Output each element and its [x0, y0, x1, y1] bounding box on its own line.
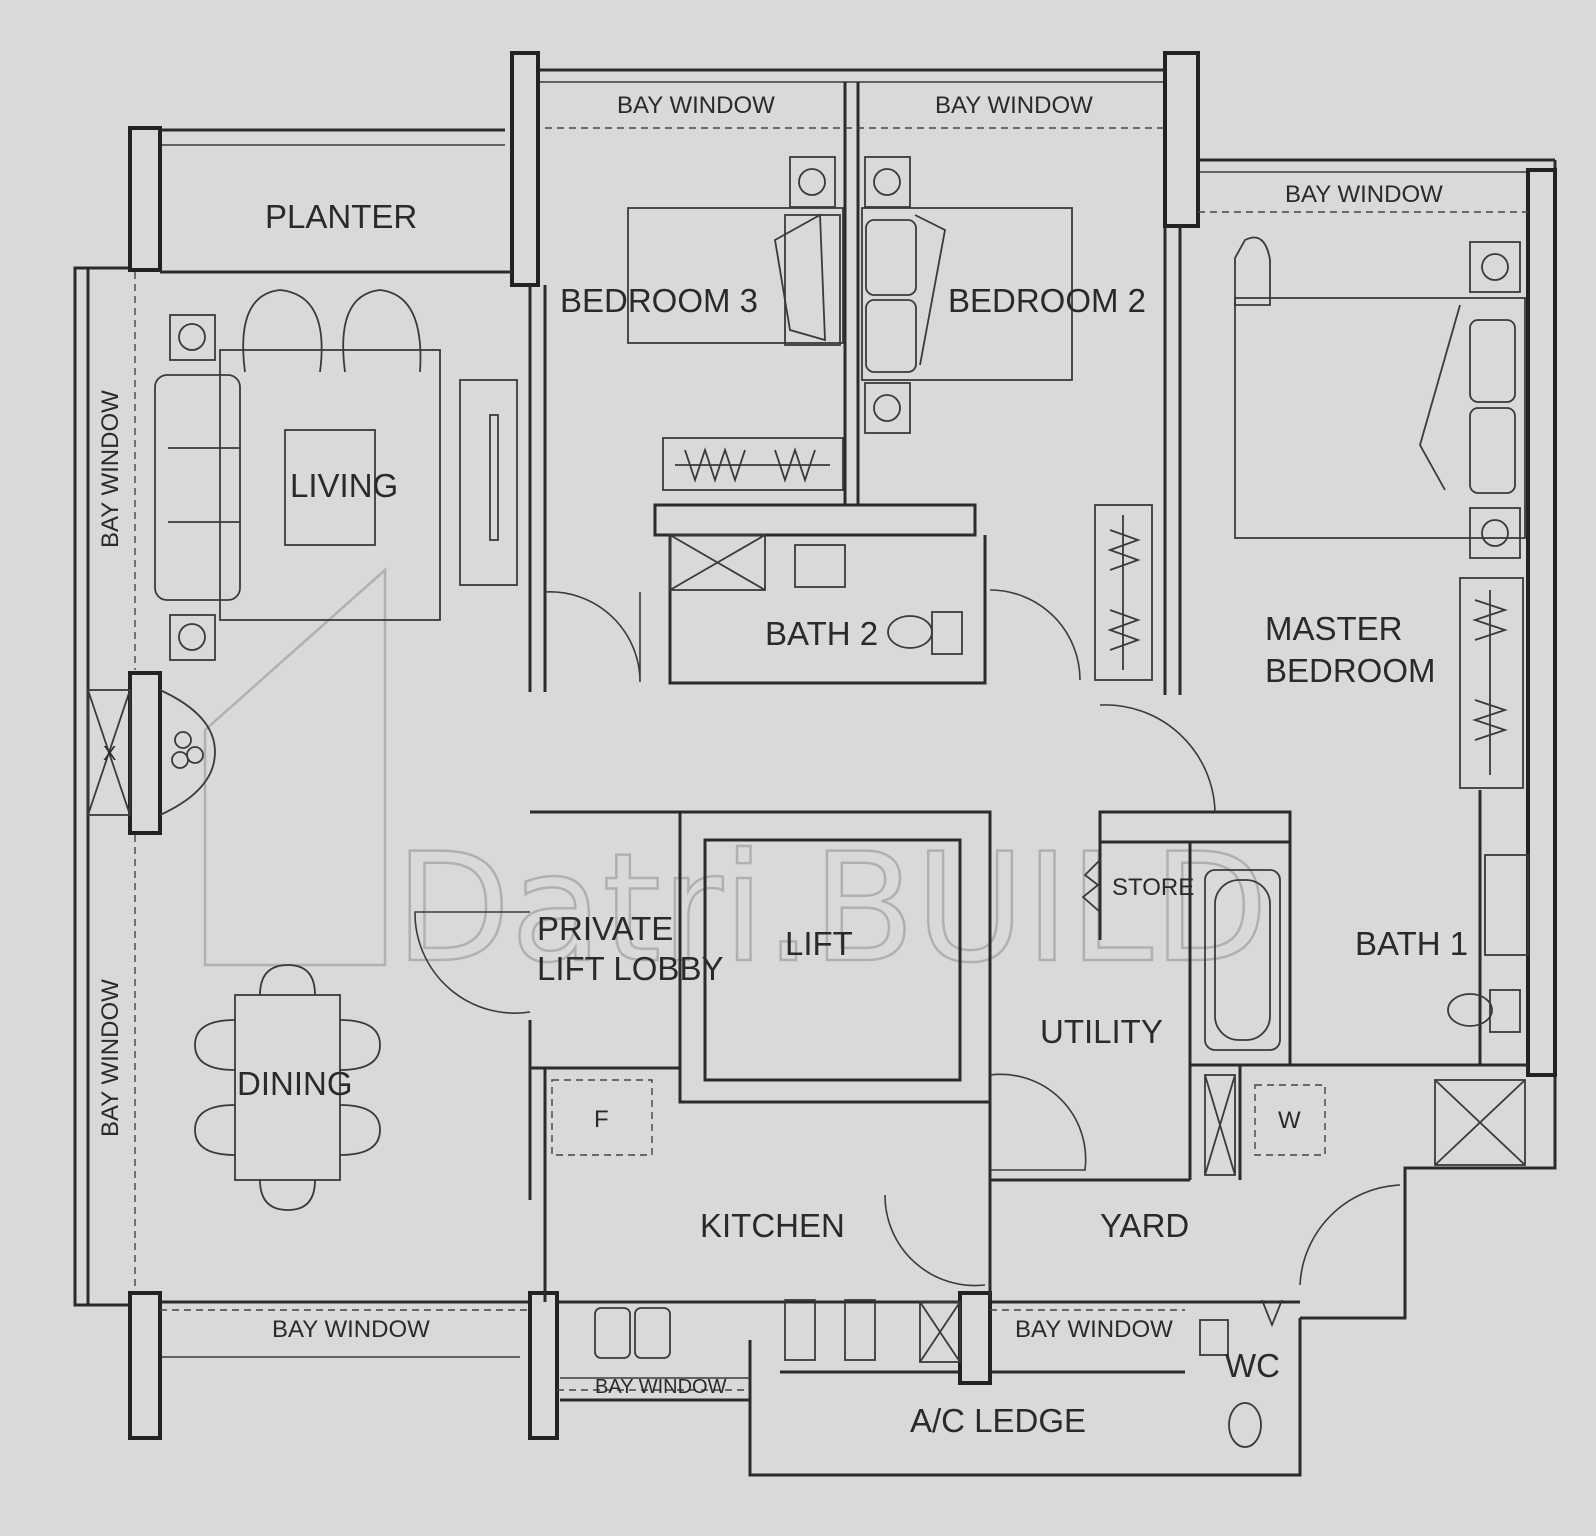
label-living: LIVING: [290, 467, 398, 504]
bed: [1234, 297, 1526, 539]
label-kitchen: KITCHEN: [700, 1207, 845, 1244]
bed: [861, 207, 1073, 381]
dining-table: [234, 994, 341, 1181]
label-master-2: BEDROOM: [1265, 652, 1436, 689]
label-washer: W: [1278, 1107, 1301, 1134]
rug: [219, 349, 441, 621]
lamp-icon: [864, 382, 911, 434]
lamp-icon: [789, 156, 836, 208]
wardrobe: [1459, 577, 1524, 789]
fixture-labels: F W X: [103, 743, 1301, 1134]
watermark-text: Datri.BUILD: [395, 822, 1268, 996]
label-bay-window: BAY WINDOW: [595, 1376, 727, 1398]
wardrobe: [1094, 504, 1153, 681]
label-bay-window: BAY WINDOW: [97, 979, 124, 1137]
label-private-2: LIFT LOBBY: [537, 950, 723, 987]
label-bedroom-3: BEDROOM 3: [560, 282, 758, 319]
lamp-icon: [169, 614, 216, 661]
armchair: [242, 289, 323, 373]
coffee-table: [284, 429, 376, 546]
outer-walls: [73, 68, 1557, 1477]
label-bay-window: BAY WINDOW: [935, 92, 1093, 119]
wardrobe: [662, 437, 844, 491]
lamp-icon: [1469, 241, 1521, 293]
furniture: [87, 156, 1529, 1448]
lamp-icon: [1469, 507, 1521, 559]
label-store: STORE: [1112, 874, 1194, 901]
bed: [627, 207, 844, 344]
toilet-icon: [1228, 1402, 1262, 1448]
sofa: [154, 374, 241, 601]
label-wc: WC: [1225, 1347, 1280, 1384]
label-yard: YARD: [1100, 1207, 1189, 1244]
label-bedroom-2: BEDROOM 2: [948, 282, 1146, 319]
window-lines: [134, 127, 1528, 1391]
label-bath-1: BATH 1: [1355, 925, 1468, 962]
label-private-1: PRIVATE: [537, 910, 673, 947]
label-bay-window: BAY WINDOW: [1015, 1316, 1173, 1343]
store-door-icon: [1081, 859, 1101, 913]
toilet-icon: [1447, 993, 1493, 1027]
interior-walls: [160, 82, 1528, 1302]
label-utility: UTILITY: [1040, 1013, 1163, 1050]
label-dining: DINING: [237, 1065, 353, 1102]
label-ac-ledge: A/C LEDGE: [910, 1402, 1086, 1439]
fridge: [551, 1079, 653, 1156]
label-bay-window: BAY WINDOW: [272, 1316, 430, 1343]
label-master-1: MASTER: [1265, 610, 1403, 647]
label-bath-2: BATH 2: [765, 615, 878, 652]
doors: [414, 589, 1401, 1287]
label-bay-window: BAY WINDOW: [1285, 181, 1443, 208]
armchair: [342, 289, 422, 373]
lamp-icon: [169, 314, 216, 361]
bed-pillows: [784, 214, 841, 346]
room-labels: PLANTER BEDROOM 3 BEDROOM 2 LIVING BATH …: [237, 198, 1468, 1439]
bathtub: [1204, 869, 1281, 1051]
pillars: [128, 51, 1557, 1440]
label-bay-window: BAY WINDOW: [617, 92, 775, 119]
label-planter: PLANTER: [265, 198, 417, 235]
label-x-mark: X: [103, 743, 116, 765]
tv-console: [459, 379, 518, 586]
washer: [1254, 1084, 1326, 1156]
label-lift: LIFT: [785, 925, 853, 962]
label-fridge: F: [594, 1106, 609, 1133]
tv: [489, 414, 499, 541]
watermark: Datri.BUILD: [203, 567, 1270, 997]
toilet-icon: [887, 615, 933, 649]
label-bay-window: BAY WINDOW: [97, 390, 124, 548]
lamp-icon: [864, 156, 911, 208]
window-labels: BAY WINDOW BAY WINDOW BAY WINDOW BAY WIN…: [97, 92, 1443, 1398]
